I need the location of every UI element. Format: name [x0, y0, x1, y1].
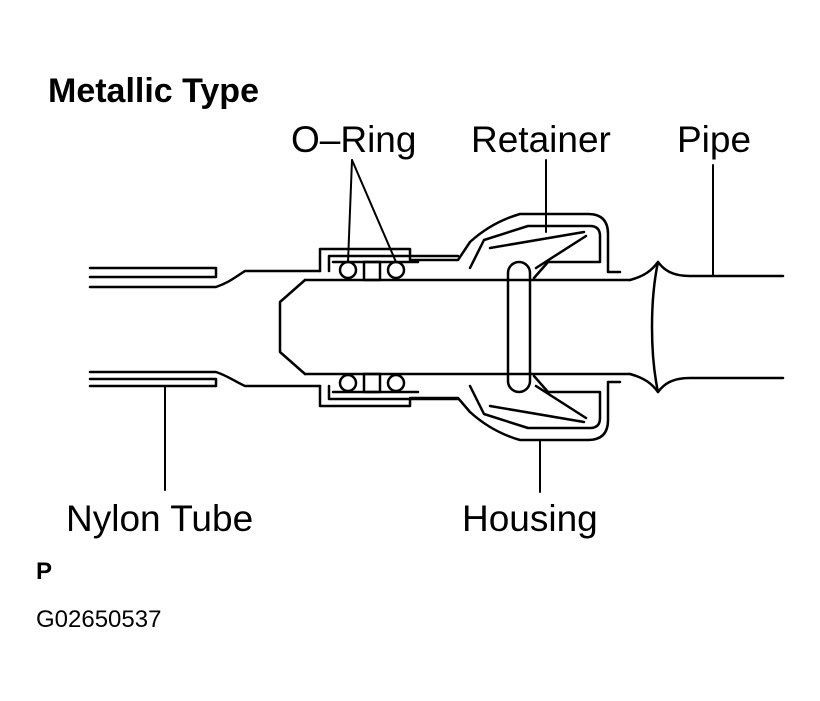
retainer	[470, 226, 600, 428]
o-rings-top	[333, 262, 418, 280]
retainer-ring	[508, 262, 530, 392]
figure-code: G02650537	[36, 606, 162, 633]
pipe	[630, 262, 783, 392]
o-rings-bottom	[333, 374, 418, 392]
housing	[320, 214, 620, 440]
pipe-label: Pipe	[677, 119, 752, 160]
leader-lines	[165, 160, 713, 492]
housing-label: Housing	[462, 498, 598, 539]
o-ring-label: O–Ring	[291, 119, 417, 160]
nylon-tube	[90, 268, 216, 386]
nylon-tube-label: Nylon Tube	[66, 498, 254, 539]
diagram-title: Metallic Type	[48, 72, 259, 110]
pipe-end	[90, 271, 630, 386]
retainer-label: Retainer	[471, 119, 611, 160]
p-mark: P	[36, 558, 53, 585]
